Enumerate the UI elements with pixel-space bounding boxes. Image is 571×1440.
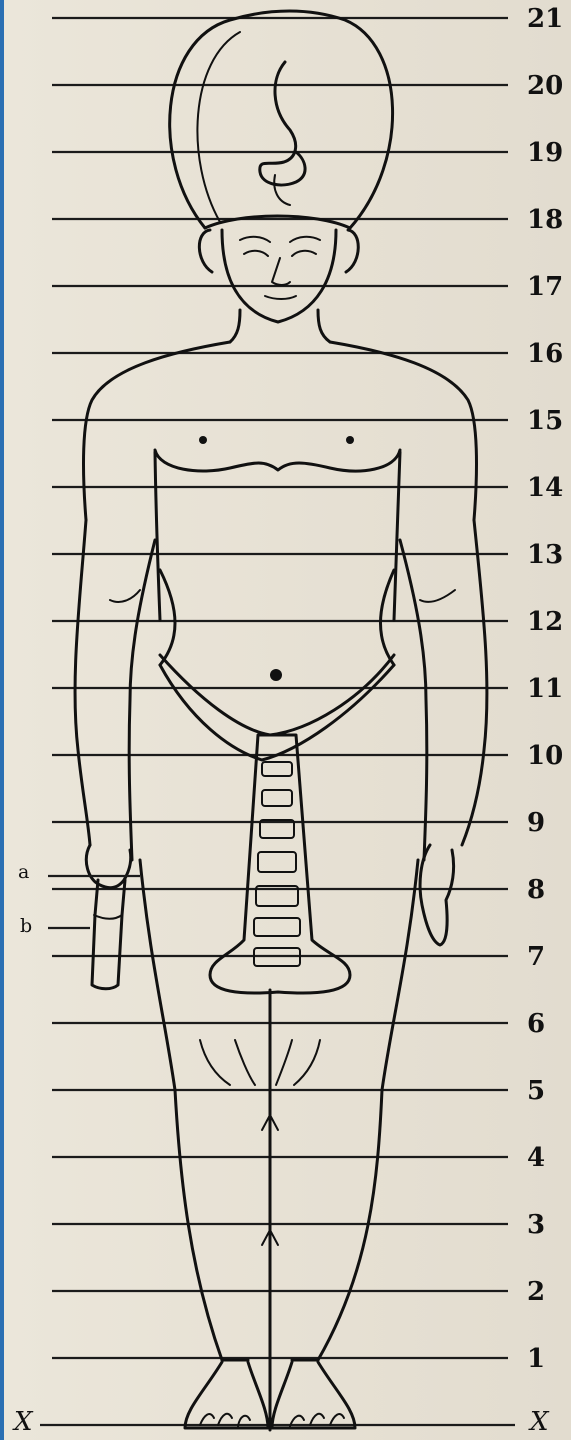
grid-label-6: 6 xyxy=(527,1009,545,1039)
uraeus-tail xyxy=(274,175,290,205)
crown-band xyxy=(205,216,350,228)
grid-label-13: 13 xyxy=(527,540,563,570)
grid-label-18: 18 xyxy=(527,205,563,235)
marker-a: a xyxy=(18,861,29,883)
knee-left xyxy=(200,1040,230,1085)
axis-x-right-label: X xyxy=(528,1407,550,1437)
staff-object xyxy=(92,880,125,989)
grid-label-1: 1 xyxy=(527,1344,545,1374)
grid-label-10: 10 xyxy=(527,741,563,771)
grid-label-7: 7 xyxy=(527,942,545,972)
grid-labels: 123456789101112131415161718192021 xyxy=(527,4,563,1374)
pharaoh-figure xyxy=(75,11,487,1430)
pectoral-line xyxy=(155,450,400,471)
waist-right xyxy=(381,570,395,665)
grid-label-5: 5 xyxy=(527,1076,545,1106)
elbow-right xyxy=(420,590,455,602)
grid-label-3: 3 xyxy=(527,1210,545,1240)
neck-left xyxy=(230,310,240,342)
eye-right xyxy=(292,251,316,256)
staff-band xyxy=(94,915,122,919)
torso-left xyxy=(155,452,160,620)
marker-b: b xyxy=(20,915,32,937)
grid-label-15: 15 xyxy=(527,406,563,436)
neck-right xyxy=(318,310,330,342)
uraeus-cobra xyxy=(260,62,305,185)
crown-inner-left xyxy=(197,32,240,222)
grid-label-8: 8 xyxy=(527,875,545,905)
waist-left xyxy=(160,570,175,665)
eye-left xyxy=(244,251,268,256)
grid-label-21: 21 xyxy=(527,4,563,34)
arm-right-inner xyxy=(400,540,427,860)
foot-left xyxy=(185,1362,268,1428)
ear-left xyxy=(199,230,212,272)
leg-right-outer xyxy=(318,860,418,1360)
leg-left-outer xyxy=(140,860,222,1360)
face-outline xyxy=(222,230,336,322)
grid-label-16: 16 xyxy=(527,339,563,369)
nipple-right xyxy=(346,436,354,444)
arm-right-outer xyxy=(462,520,487,845)
grid-label-4: 4 xyxy=(527,1143,545,1173)
brow-right xyxy=(290,237,320,242)
grid-label-20: 20 xyxy=(527,71,563,101)
grid-lines xyxy=(40,18,515,1425)
torso-right xyxy=(394,452,400,620)
navel xyxy=(270,669,282,681)
nose xyxy=(272,258,290,285)
arm-left-inner xyxy=(129,540,155,860)
grid-label-9: 9 xyxy=(527,808,545,838)
ear-right xyxy=(346,230,358,272)
nipple-left xyxy=(199,436,207,444)
grid-label-17: 17 xyxy=(527,272,563,302)
belt-upper xyxy=(160,655,394,735)
axis-x-left-label: X xyxy=(12,1407,34,1437)
grid-label-14: 14 xyxy=(527,473,563,503)
mouth xyxy=(265,296,296,299)
grid-label-11: 11 xyxy=(527,674,563,704)
arm-left-outer xyxy=(75,520,90,845)
kilt-right xyxy=(276,1040,292,1085)
shoulder-right xyxy=(330,342,476,520)
apron-panels xyxy=(254,762,300,966)
grid-label-12: 12 xyxy=(527,607,563,637)
kilt-left xyxy=(235,1040,255,1085)
grid-label-2: 2 xyxy=(527,1277,545,1307)
knee-right xyxy=(294,1040,320,1085)
apron-outline xyxy=(210,735,350,993)
elbow-left xyxy=(110,590,140,602)
brow-left xyxy=(240,237,270,242)
grid-label-19: 19 xyxy=(527,138,563,168)
